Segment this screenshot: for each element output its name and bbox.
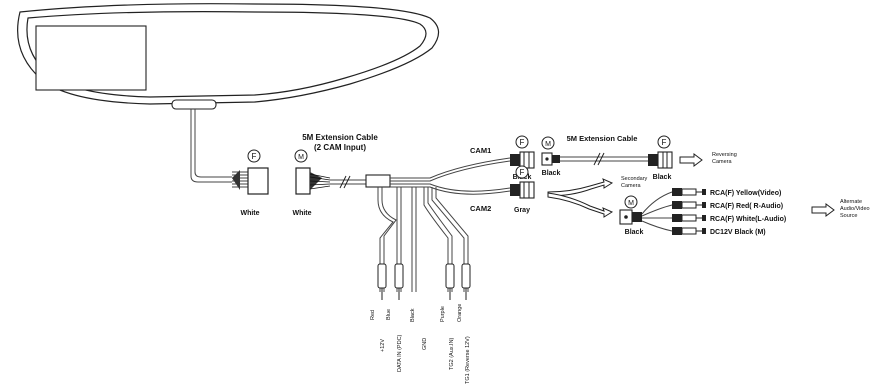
- male-mark-icon: [624, 195, 638, 209]
- white-label-right: White: [292, 210, 311, 217]
- wire-terminals: [377, 263, 471, 300]
- female-mark-label: F: [520, 138, 525, 147]
- cam2-split-arrows: [547, 178, 614, 218]
- pin-tg2-label: TG2 (Aux.IN): [449, 337, 455, 370]
- secondary-camera-label: Secondary: [621, 176, 648, 182]
- cam1-black-male-label: Black: [542, 170, 561, 177]
- reversing-camera-label-2: Camera: [712, 159, 733, 165]
- female-mark-icon: [515, 135, 529, 149]
- cam1-extension-connector-male: [541, 152, 560, 166]
- alternate-source-label: Alternate: [840, 199, 862, 205]
- wire-red-label: Red: [370, 310, 376, 320]
- female-mark-label: F: [252, 152, 257, 161]
- female-mark-icon: [515, 165, 529, 179]
- wire-black-label: Black: [410, 308, 416, 322]
- pin-12v-label: +12V: [380, 339, 386, 352]
- male-mark-label: M: [545, 141, 551, 148]
- main-extension-cable: [330, 175, 366, 189]
- av-connector-male: [619, 209, 642, 225]
- reversing-camera-arrow-icon: [679, 153, 703, 167]
- reversing-camera-label: Reversing: [712, 152, 737, 158]
- male-mark-label: M: [298, 154, 304, 161]
- tail-wires: [377, 187, 469, 292]
- rca-yellow-label: RCA(F) Yellow(Video): [710, 190, 781, 197]
- white-connector-female: [232, 167, 269, 195]
- av-fanout-wires: [641, 191, 673, 232]
- cam1-extension-cable-title: 5M Extension Cable: [567, 134, 638, 143]
- junction-box: [365, 174, 391, 188]
- cam-branches: [390, 157, 511, 195]
- rca-white-label: RCA(F) White(L-Audio): [710, 216, 786, 223]
- rca-plugs: [672, 188, 706, 235]
- female-mark-icon: [657, 135, 671, 149]
- dc12v-label: DC12V Black (M): [710, 229, 766, 236]
- cam2-label: CAM2: [470, 204, 491, 213]
- wire-orange-label: Orange: [457, 304, 463, 322]
- alternate-source-label-2: Audio/Video: [840, 206, 870, 212]
- cam1-extension-cable: [560, 152, 648, 166]
- extension-cable-subtitle: (2 CAM Input): [314, 143, 366, 152]
- secondary-camera-label-2: Camera: [621, 183, 642, 189]
- pin-gnd-label: GND: [422, 338, 428, 350]
- male-mark-icon: [294, 149, 308, 163]
- cam1-end-connector-female: [648, 151, 673, 169]
- female-mark-label: F: [662, 138, 667, 147]
- cam2-gray-label: Gray: [514, 207, 530, 214]
- pin-tg1-label: TG1 (Reverse 12V): [465, 336, 471, 384]
- mirror-mount: [171, 99, 217, 110]
- cam1-label: CAM1: [470, 146, 491, 155]
- white-connector-male: [295, 167, 331, 195]
- female-mark-icon: [247, 149, 261, 163]
- av-black-label: Black: [625, 229, 644, 236]
- alternate-source-arrow-icon: [811, 203, 835, 217]
- female-mark-label: F: [520, 168, 525, 177]
- alternate-source-label-3: Source: [840, 213, 857, 219]
- pin-data-in-label: DATA IN (PDC): [397, 334, 403, 372]
- male-mark-label: M: [628, 200, 634, 207]
- cam1-end-black-label: Black: [653, 174, 672, 181]
- extension-cable-title: 5M Extension Cable: [302, 133, 378, 142]
- white-label-left: White: [240, 210, 259, 217]
- cam2-connector-female: [510, 181, 535, 199]
- wire-purple-label: Purple: [440, 306, 446, 322]
- male-mark-icon: [541, 136, 555, 150]
- rca-red-label: RCA(F) Red( R-Audio): [710, 203, 783, 210]
- cam1-connector-female: [510, 151, 535, 169]
- mirror-display-screen: [35, 25, 147, 91]
- mirror-cable: [190, 109, 232, 183]
- wire-blue-label: Blue: [386, 309, 392, 320]
